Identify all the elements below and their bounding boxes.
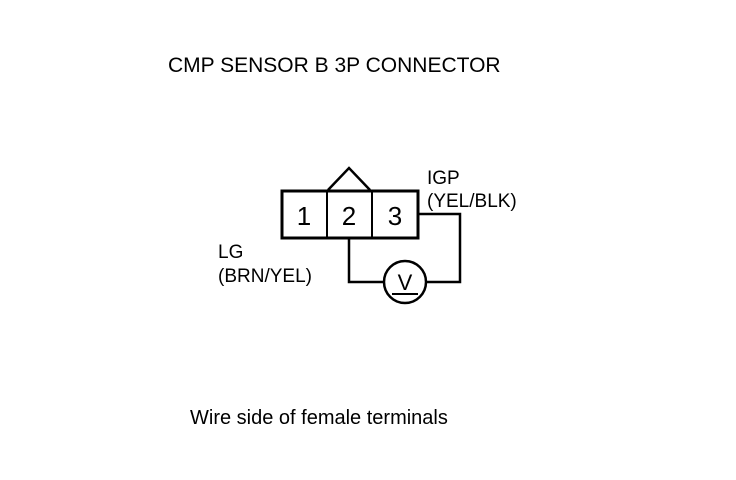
voltmeter-symbol: V: [398, 270, 413, 295]
wire-terminal-2: [347, 238, 384, 284]
label-igp-wire-color: (YEL/BLK): [427, 191, 517, 212]
label-igp: IGP: [427, 168, 460, 189]
label-lg: LG: [218, 242, 243, 263]
label-lg-wire-color: (BRN/YEL): [218, 266, 312, 287]
voltmeter: V: [382, 259, 428, 305]
voltmeter-circle: [382, 259, 428, 305]
connector-lock-tab: [327, 166, 371, 191]
diagram-title: CMP SENSOR B 3P CONNECTOR: [168, 54, 501, 77]
wire-terminal-3: [418, 212, 462, 284]
terminal-3-label: 3: [388, 201, 402, 231]
terminal-2-label: 2: [342, 201, 356, 231]
diagram-caption: Wire side of female terminals: [190, 407, 448, 429]
terminal-1-label: 1: [297, 201, 311, 231]
